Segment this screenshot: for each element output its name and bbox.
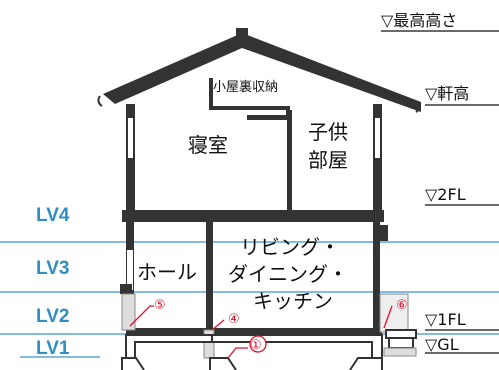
room-hall: ホール [137, 260, 197, 284]
leader-4 [211, 319, 225, 331]
label-lv1: LV1 [36, 338, 70, 359]
label-max-height: ▽最高高さ [381, 11, 457, 30]
label-lv2: LV2 [36, 306, 69, 327]
room-ldk-line2: ダイニング・ [228, 262, 348, 286]
marker-5: ⑤ [154, 298, 166, 313]
room-attic-storage: 小屋裏収納 [213, 80, 278, 95]
label-1fl: ▽1FL [425, 310, 466, 329]
entry-step [379, 293, 417, 357]
markers: ① ④ ⑤ ⑥ [129, 298, 408, 359]
label-2fl: ▽2FL [425, 185, 466, 204]
label-eaves-height: ▽軒高 [425, 84, 469, 103]
room-kids-line2: 部屋 [308, 148, 348, 172]
level-underlines [381, 30, 499, 354]
first-floor-walls [120, 222, 388, 330]
leader-1 [227, 347, 248, 359]
label-lv3: LV3 [36, 258, 69, 279]
label-gl: ▽GL [425, 335, 459, 354]
second-floor-walls [126, 104, 382, 220]
marker-4: ④ [228, 312, 240, 327]
marker-1-circle [249, 335, 267, 353]
roof [97, 28, 421, 113]
second-floor-slab [122, 210, 384, 222]
leader-5 [129, 305, 154, 327]
marker-6: ⑥ [396, 298, 408, 313]
first-floor-slab [126, 328, 382, 335]
room-kids-line1: 子供 [308, 120, 348, 144]
room-bedroom: 寝室 [188, 133, 228, 157]
label-lv4: LV4 [36, 205, 70, 226]
room-ldk-line1: リビング・ [240, 235, 340, 259]
leader-6 [383, 305, 393, 329]
room-ldk-line3: キッチン [253, 289, 333, 313]
marker-1: ① [250, 338, 262, 353]
